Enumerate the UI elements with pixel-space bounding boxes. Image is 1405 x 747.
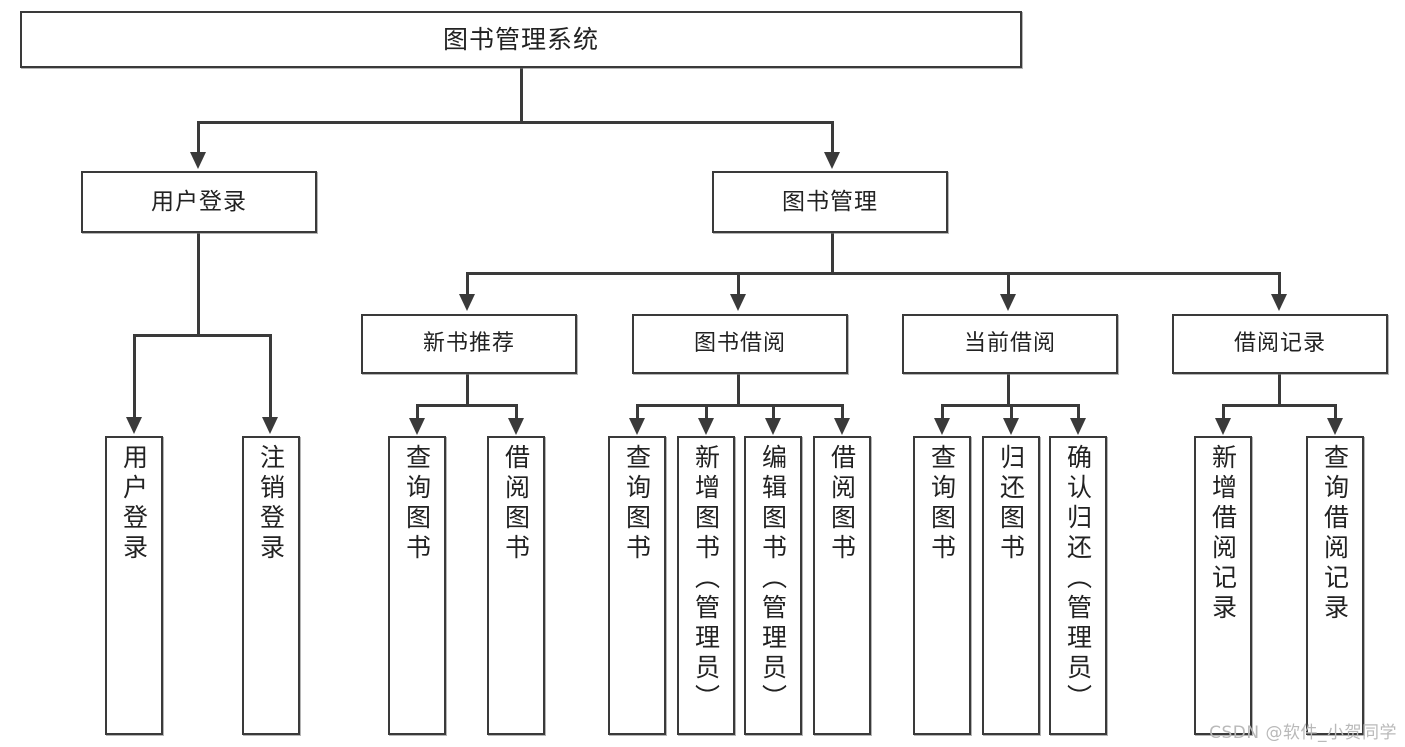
- node-label: 编辑图书（管理员）: [758, 444, 788, 714]
- connector-borrow-record-bar: [1222, 404, 1337, 407]
- connector-new-book-rec-to-leaf-1: [416, 404, 419, 418]
- arrow-root-to-user-login: [190, 152, 206, 169]
- connector-root-to-user-login: [197, 121, 200, 152]
- connector-new-book-rec-stem: [466, 374, 469, 405]
- node-label: 查询图书: [927, 444, 957, 564]
- connector-root-to-book-manage: [831, 121, 834, 152]
- node-label: 查询图书: [622, 444, 652, 564]
- connector-book-borrow-to-leaf-3: [772, 404, 775, 418]
- node-label: 图书管理: [782, 188, 878, 215]
- connector-book-manage-stem: [831, 233, 834, 273]
- node-borrowing-record[interactable]: 借阅记录: [1172, 314, 1388, 374]
- node-label: 确认归还（管理员）: [1063, 444, 1093, 714]
- leaf-edit-book-admin[interactable]: 编辑图书（管理员）: [744, 436, 802, 735]
- connector-borrow-record-to-leaf-1: [1222, 404, 1225, 418]
- leaf-add-borrow-record[interactable]: 新增借阅记录: [1194, 436, 1252, 735]
- connector-book-borrow-to-leaf-1: [636, 404, 639, 418]
- arrow-current-borrow-to-leaf-3: [1070, 418, 1086, 435]
- arrow-borrow-record-to-leaf-1: [1215, 418, 1231, 435]
- node-book-management[interactable]: 图书管理: [712, 171, 948, 233]
- arrow-book-manage-to-borrow-record: [1271, 294, 1287, 311]
- leaf-borrow-book[interactable]: 借阅图书: [813, 436, 871, 735]
- node-label: 新增借阅记录: [1208, 444, 1238, 624]
- connector-root-bar: [197, 121, 834, 124]
- arrow-book-manage-to-book-borrow: [730, 294, 746, 311]
- leaf-borrow-book-new-rec[interactable]: 借阅图书: [487, 436, 545, 735]
- arrow-book-manage-to-new-book-rec: [459, 294, 475, 311]
- arrow-book-borrow-to-leaf-1: [629, 418, 645, 435]
- node-label: 图书借阅: [693, 331, 786, 357]
- node-label: 归还图书: [996, 444, 1026, 564]
- leaf-query-book-current[interactable]: 查询图书: [913, 436, 971, 735]
- connector-user-login-to-leaf-2: [269, 334, 272, 417]
- arrow-book-borrow-to-leaf-2: [698, 418, 714, 435]
- arrow-new-book-rec-to-leaf-2: [508, 418, 524, 435]
- arrow-book-manage-to-current-borrow: [1000, 294, 1016, 311]
- connector-book-manage-to-new-book-rec: [466, 272, 469, 294]
- node-book-borrowing[interactable]: 图书借阅: [632, 314, 848, 374]
- node-root-book-management-system[interactable]: 图书管理系统: [20, 11, 1022, 68]
- arrow-current-borrow-to-leaf-2: [1003, 418, 1019, 435]
- node-label: 新增图书（管理员）: [691, 444, 721, 714]
- connector-book-borrow-to-leaf-2: [705, 404, 708, 418]
- connector-new-book-rec-to-leaf-2: [515, 404, 518, 418]
- arrow-new-book-rec-to-leaf-1: [409, 418, 425, 435]
- node-label: 查询借阅记录: [1320, 444, 1350, 624]
- connector-book-manage-to-borrow-record: [1278, 272, 1281, 294]
- connector-current-borrow-stem: [1007, 374, 1010, 405]
- node-label: 新书推荐: [422, 331, 515, 357]
- leaf-confirm-return-admin[interactable]: 确认归还（管理员）: [1049, 436, 1107, 735]
- node-user-login[interactable]: 用户登录: [81, 171, 317, 233]
- connector-root-stem: [520, 68, 523, 124]
- leaf-logout[interactable]: 注销登录: [242, 436, 300, 735]
- connector-book-manage-bar: [466, 272, 1281, 275]
- arrow-user-login-to-leaf-2: [262, 417, 278, 434]
- arrow-borrow-record-to-leaf-2: [1327, 418, 1343, 435]
- arrow-book-borrow-to-leaf-3: [765, 418, 781, 435]
- connector-user-login-bar: [133, 334, 272, 337]
- connector-book-borrow-stem: [737, 374, 740, 405]
- node-label: 借阅图书: [827, 444, 857, 564]
- node-new-book-recommendation[interactable]: 新书推荐: [361, 314, 577, 374]
- node-label: 借阅记录: [1233, 331, 1326, 357]
- node-label: 注销登录: [256, 444, 286, 564]
- connector-borrow-record-stem: [1278, 374, 1281, 405]
- arrow-root-to-book-manage: [824, 152, 840, 169]
- connector-user-login-to-leaf-1: [133, 334, 136, 417]
- leaf-query-book-borrow[interactable]: 查询图书: [608, 436, 666, 735]
- node-label: 图书管理系统: [442, 24, 599, 54]
- node-current-borrowing[interactable]: 当前借阅: [902, 314, 1118, 374]
- connector-current-borrow-to-leaf-2: [1010, 404, 1013, 418]
- leaf-query-borrow-record[interactable]: 查询借阅记录: [1306, 436, 1364, 735]
- arrow-user-login-to-leaf-1: [126, 417, 142, 434]
- node-label: 用户登录: [119, 444, 149, 564]
- arrow-current-borrow-to-leaf-1: [934, 418, 950, 435]
- csdn-watermark: CSDN @软件_小贺同学: [1209, 723, 1397, 743]
- connector-book-borrow-to-leaf-4: [841, 404, 844, 418]
- leaf-return-book[interactable]: 归还图书: [982, 436, 1040, 735]
- connector-book-manage-to-current-borrow: [1007, 272, 1010, 294]
- connector-current-borrow-to-leaf-3: [1077, 404, 1080, 418]
- arrow-book-borrow-to-leaf-4: [834, 418, 850, 435]
- node-label: 借阅图书: [501, 444, 531, 564]
- connector-book-borrow-bar: [636, 404, 844, 407]
- connector-borrow-record-to-leaf-2: [1334, 404, 1337, 418]
- node-label: 用户登录: [151, 188, 247, 215]
- leaf-add-book-admin[interactable]: 新增图书（管理员）: [677, 436, 735, 735]
- leaf-query-book-new-rec[interactable]: 查询图书: [388, 436, 446, 735]
- connector-current-borrow-to-leaf-1: [941, 404, 944, 418]
- connector-new-book-rec-bar: [416, 404, 518, 407]
- node-label: 当前借阅: [963, 331, 1056, 357]
- connector-book-manage-to-book-borrow: [737, 272, 740, 294]
- leaf-user-login[interactable]: 用户登录: [105, 436, 163, 735]
- node-label: 查询图书: [402, 444, 432, 564]
- connector-user-login-stem: [197, 233, 200, 335]
